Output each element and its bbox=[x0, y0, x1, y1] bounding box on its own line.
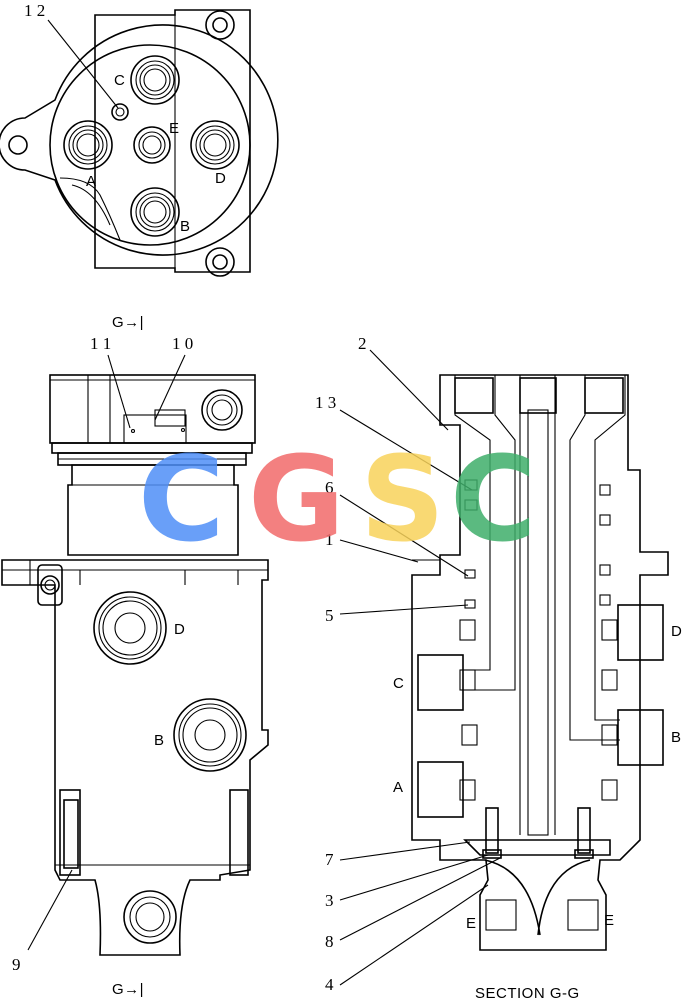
callout-1: 1 bbox=[325, 530, 334, 549]
top-label-b: B bbox=[180, 218, 190, 235]
section-label-c: C bbox=[393, 675, 404, 692]
section-label-a: A bbox=[393, 779, 403, 796]
center-rod bbox=[527, 409, 549, 836]
top-label-d: D bbox=[215, 170, 226, 187]
front-neck bbox=[67, 464, 239, 556]
section-port-b bbox=[617, 709, 664, 766]
bolt-lug-bottom bbox=[205, 247, 235, 277]
callout-3: 3 bbox=[325, 891, 334, 910]
section-bolt-left bbox=[485, 807, 499, 854]
top-view: 1 2 C E A D B bbox=[0, 1, 279, 277]
top-port-a bbox=[63, 120, 113, 170]
section-view: 2 1 3 6 1 5 7 3 8 4 C A D B E E SECTION … bbox=[315, 334, 682, 1002]
callout-12: 1 2 bbox=[24, 1, 45, 20]
top-plug-12 bbox=[111, 103, 129, 121]
top-port-b bbox=[130, 187, 180, 237]
callout-4: 4 bbox=[325, 975, 334, 994]
front-body bbox=[1, 559, 269, 956]
top-label-c: C bbox=[114, 72, 125, 89]
callout-13: 1 3 bbox=[315, 393, 336, 412]
section-label-b: B bbox=[671, 729, 681, 746]
top-label-e: E bbox=[169, 120, 179, 137]
section-label-d: D bbox=[671, 623, 682, 640]
section-port-a bbox=[417, 761, 464, 818]
bolt-hole-left bbox=[8, 135, 28, 155]
top-label-a: A bbox=[86, 173, 96, 190]
section-port-c bbox=[417, 654, 464, 711]
callout-9: 9 bbox=[12, 955, 21, 974]
top-view-flange bbox=[0, 24, 279, 256]
section-body bbox=[411, 374, 669, 951]
front-label-d: D bbox=[174, 621, 185, 638]
callout-10: 1 0 bbox=[172, 334, 193, 353]
front-label-b: B bbox=[154, 732, 164, 749]
callout-6: 6 bbox=[325, 478, 334, 497]
watermark-logo: C G S C bbox=[138, 430, 537, 568]
front-view: G→| 1 1 1 0 bbox=[1, 314, 269, 998]
callout-8: 8 bbox=[325, 932, 334, 951]
top-view-inner-circle bbox=[49, 44, 251, 246]
top-view-block bbox=[94, 9, 251, 273]
section-label-e-left: E bbox=[466, 915, 476, 932]
section-marker-top: G→| bbox=[112, 314, 144, 331]
top-port-d bbox=[190, 120, 240, 170]
watermark-letter-c1: C bbox=[138, 430, 225, 568]
top-port-c bbox=[130, 55, 180, 105]
section-label-e-right: E bbox=[604, 912, 614, 929]
watermark-letter-c2: C bbox=[450, 430, 537, 568]
watermark-letter-g: G bbox=[248, 430, 345, 568]
callout-7: 7 bbox=[325, 850, 334, 869]
bolt-lug-top bbox=[205, 10, 235, 40]
callout-11: 1 1 bbox=[90, 334, 111, 353]
front-port-d bbox=[93, 591, 167, 665]
section-marker-bottom: G→| bbox=[112, 981, 144, 998]
callout-2: 2 bbox=[358, 334, 367, 353]
front-bolt-left bbox=[59, 789, 81, 876]
callout-5: 5 bbox=[325, 606, 334, 625]
section-bolt-right bbox=[577, 807, 591, 854]
front-bolt-right bbox=[229, 789, 249, 876]
watermark-letter-s: S bbox=[360, 430, 445, 568]
front-port-b bbox=[173, 698, 247, 772]
section-caption: SECTION G-G bbox=[475, 985, 580, 1000]
section-port-d bbox=[617, 604, 664, 661]
top-port-e bbox=[133, 126, 171, 164]
